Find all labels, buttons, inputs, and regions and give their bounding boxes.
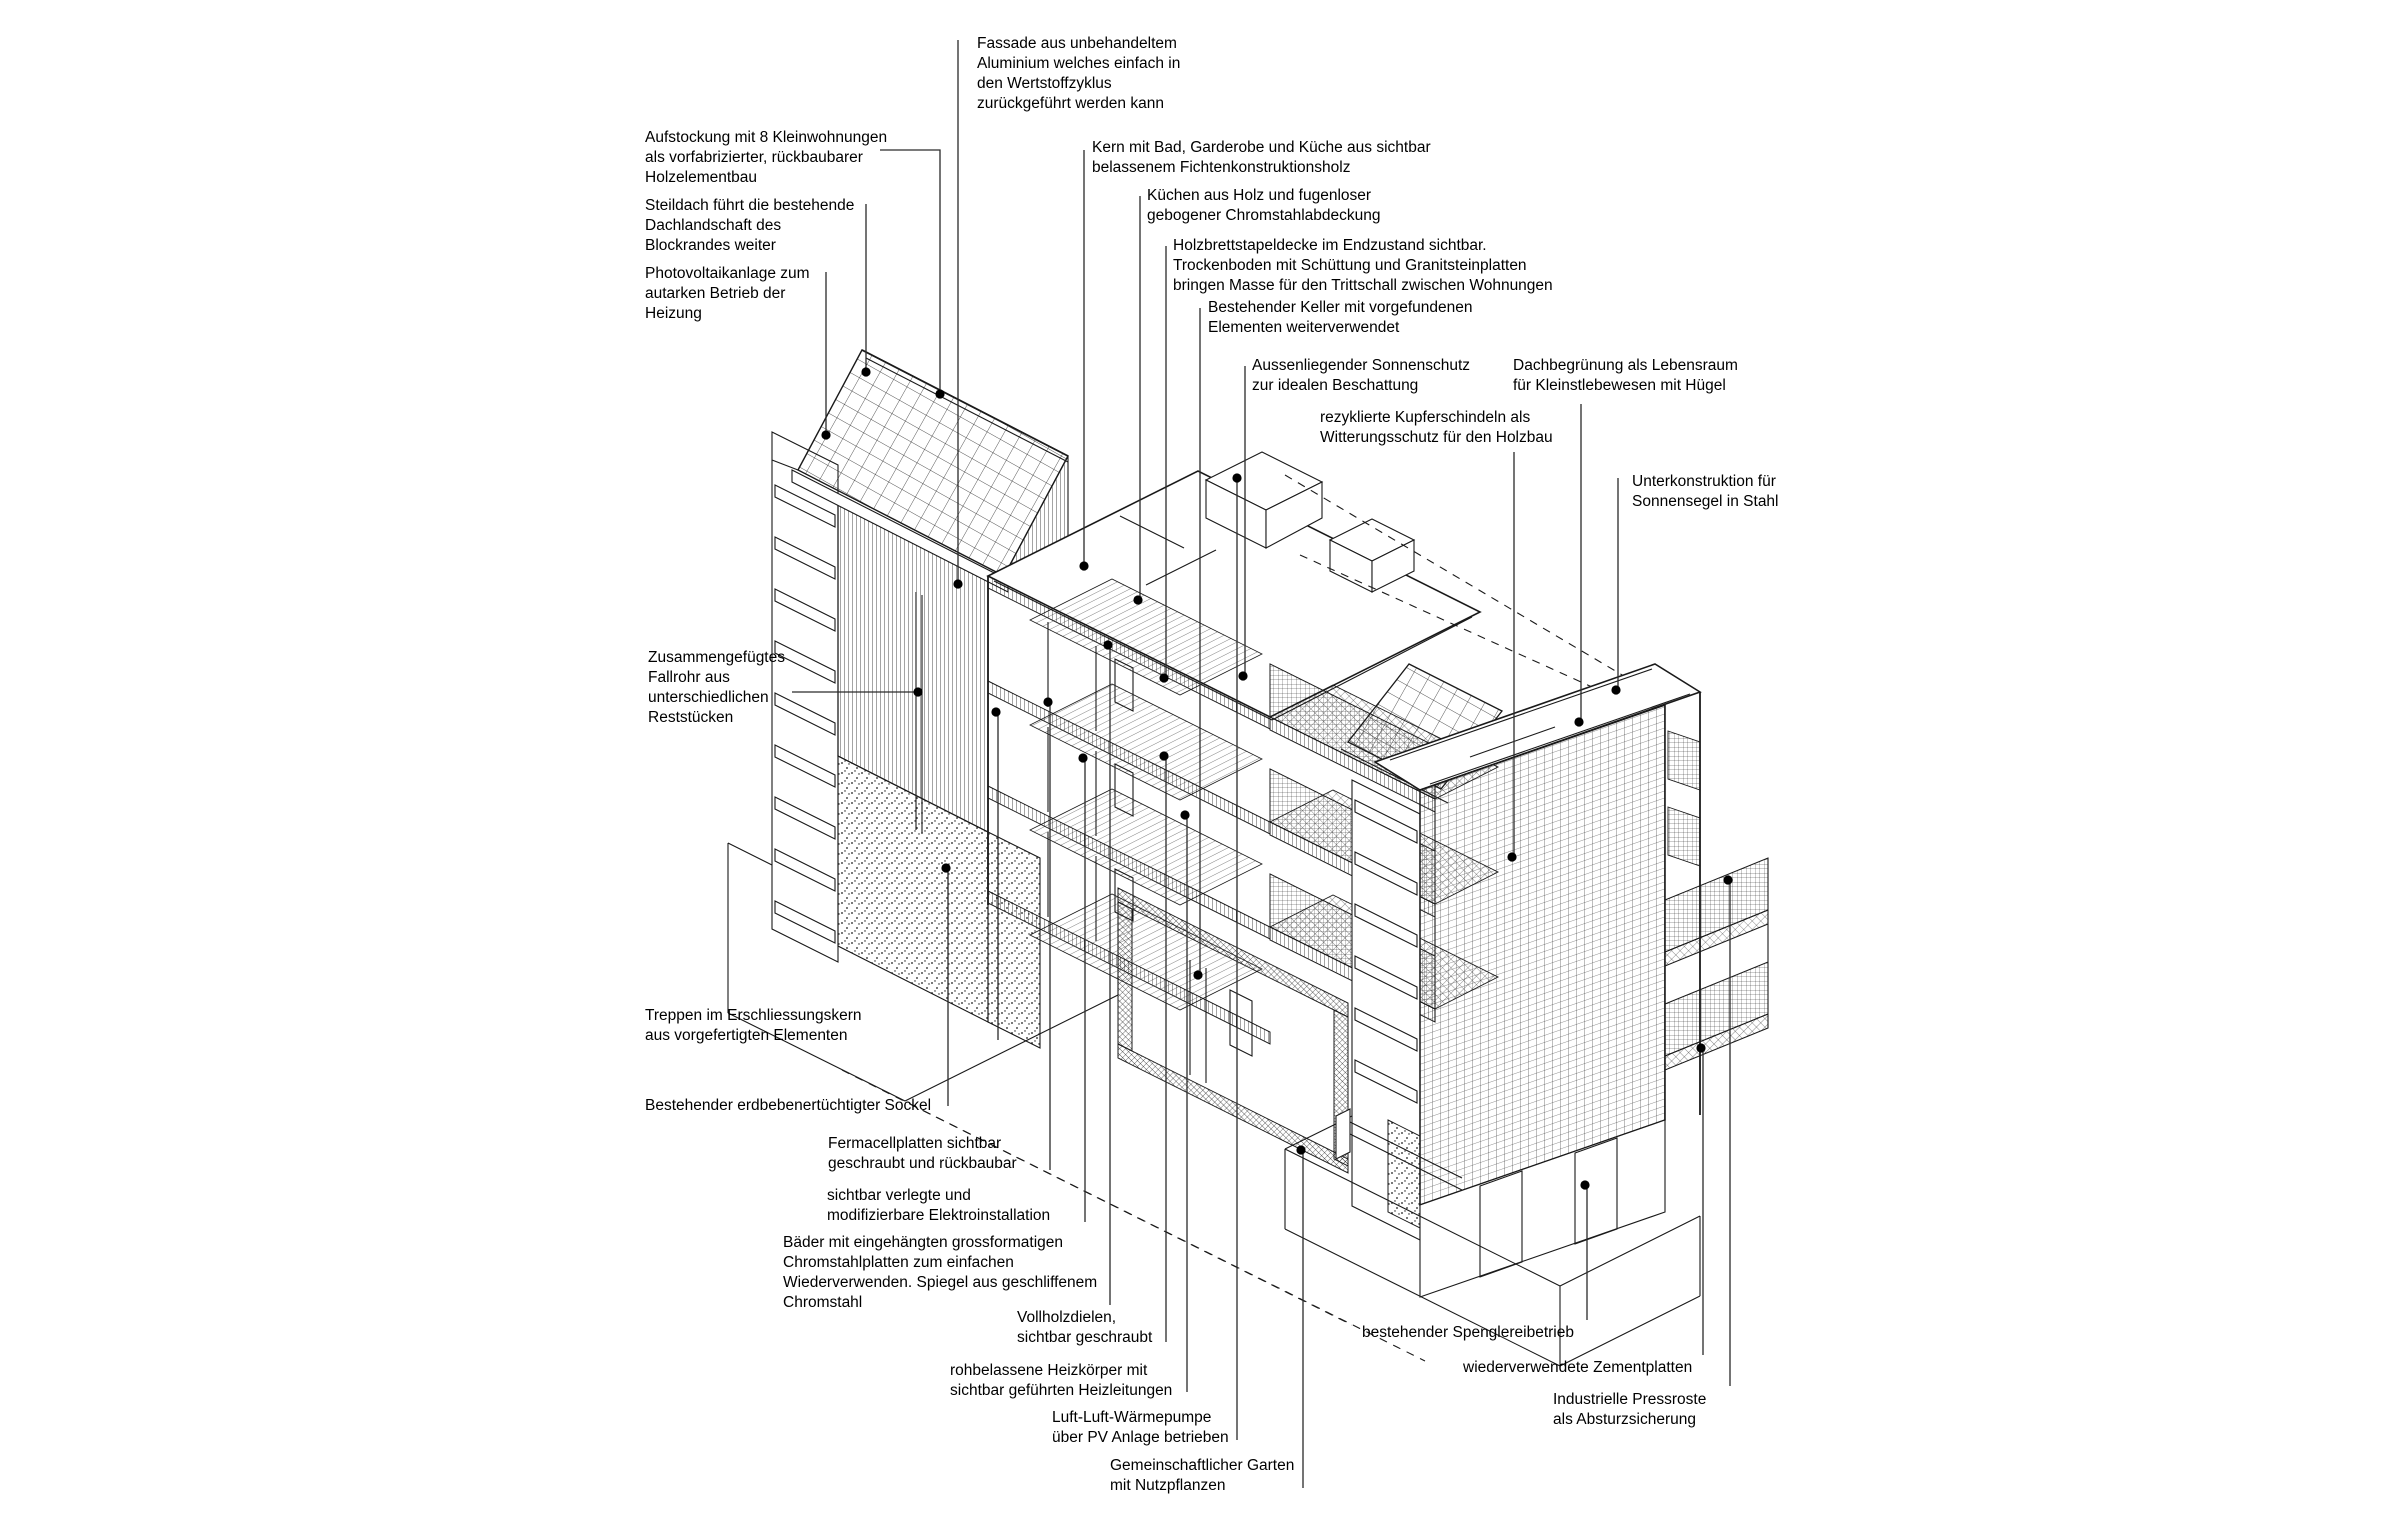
workshop-ground-floor: [1419, 1119, 1666, 1298]
annotation-sockel: Bestehender erdbebenertüchtigter Sockel: [645, 1097, 932, 1114]
leader-dot-fallrohr: [913, 687, 923, 697]
leader-dot-kupferschindeln: [1507, 852, 1517, 862]
annotation-kupferschindeln: rezyklierte Kupferschindeln als Witterun…: [1320, 409, 1553, 446]
leader-dot-aufstockung: [935, 389, 945, 399]
leader-dot-kuechen: [1133, 595, 1143, 605]
annotation-fassade-aluminium: Fassade aus unbehandeltem Aluminium welc…: [977, 35, 1181, 112]
leader-dot-sonnenschutz: [1238, 671, 1248, 681]
leader-dot-garten: [1296, 1145, 1306, 1155]
leader-aufstockung: [880, 149, 941, 392]
annotation-fermacellplatten: Fermacellplatten sichtbar geschraubt und…: [828, 1135, 1017, 1172]
leader-dot-pressroste: [1723, 875, 1733, 885]
basement-cutaway: [1117, 887, 1349, 1174]
annotation-aufstockung: Aufstockung mit 8 Kleinwohnungen als vor…: [645, 129, 888, 186]
right-street-column: [1351, 779, 1421, 1241]
sockel-stipple: [837, 755, 1041, 1049]
leader-dot-photovoltaik: [821, 430, 831, 440]
right-base-plinth: [1284, 1108, 1701, 1367]
annotation-dachbegruenung: Dachbegrünung als Lebensraum für Kleinst…: [1513, 357, 1738, 394]
annotation-treppen: Treppen im Erschliessungskern aus vorgef…: [645, 1007, 862, 1044]
leader-dot-steildach: [861, 367, 871, 377]
annotation-heizkoerper: rohbelassene Heizkörper mit sichtbar gef…: [950, 1362, 1173, 1399]
annotation-spenglereibetrieb: bestehender Spenglereibetrieb: [1362, 1324, 1574, 1341]
street-facade-column: [771, 431, 839, 963]
leader-dot-heizkoerper: [1180, 810, 1190, 820]
annotation-waermepumpe: Luft-Luft-Wärmepumpe über PV Anlage betr…: [1052, 1409, 1229, 1446]
leader-dot-waermepumpe: [1232, 473, 1242, 483]
annotation-fallrohr: Zusammengefügtes Fallrohr aus unterschie…: [648, 649, 785, 726]
sun-sail-cable: [1299, 554, 1644, 711]
annotation-garten: Gemeinschaftlicher Garten mit Nutzpflanz…: [1110, 1457, 1295, 1494]
ground-plinth: [727, 842, 1119, 1102]
annotation-vollholzdielen: Vollholzdielen, sichtbar geschraubt: [1017, 1309, 1153, 1346]
annotation-steildach: Steildach führt die bestehende Dachlands…: [645, 197, 855, 254]
leader-dot-elektroinstallation: [1078, 753, 1088, 763]
annotation-elektroinstallation: sichtbar verlegte und modifizierbare Ele…: [827, 1187, 1051, 1224]
leader-dot-treppen: [991, 707, 1001, 717]
leader-dot-spenglereibetrieb: [1580, 1180, 1590, 1190]
leader-dot-zementplatten: [1696, 1043, 1706, 1053]
annotation-unterkonstruktion: Unterkonstruktion für Sonnensegel in Sta…: [1632, 473, 1779, 510]
annotation-keller: Bestehender Keller mit vorgefundenen Ele…: [1208, 299, 1473, 336]
annotation-zementplatten: wiederverwendete Zementplatten: [1463, 1359, 1693, 1376]
leader-dot-baeder: [1103, 640, 1113, 650]
annotation-holzbrettstapeldecke: Holzbrettstapeldecke im Endzustand sicht…: [1173, 237, 1553, 294]
annotation-sonnenschutz: Aussenliegender Sonnenschutz zur idealen…: [1252, 357, 1471, 394]
leader-dot-fermacellplatten: [1043, 697, 1053, 707]
dashed-lines: [841, 474, 1644, 1362]
leader-dot-sockel: [941, 863, 951, 873]
leader-dot-dachbegruenung: [1574, 717, 1584, 727]
flat-roof-deck: [986, 451, 1482, 721]
leader-dot-unterkonstruktion: [1611, 685, 1621, 695]
leader-dot-keller: [1193, 970, 1203, 980]
leader-dot-holzbrettstapeldecke: [1159, 673, 1169, 683]
leader-dot-fassade-aluminium: [953, 579, 963, 589]
annotation-photovoltaik: Photovoltaikanlage zum autarken Betrieb …: [645, 265, 810, 322]
heat-pump-unit: [1204, 451, 1324, 549]
annotation-baeder: Bäder mit eingehängten grossformatigen C…: [783, 1234, 1098, 1311]
ground-line: [909, 1103, 1426, 1362]
right-building: [1284, 663, 1769, 1367]
sun-sail-cable: [1284, 474, 1635, 683]
right-balconies: [1664, 730, 1769, 1071]
annotation-kern-holz: Kern mit Bad, Garderobe und Küche aus si…: [1092, 139, 1431, 176]
leader-dot-vollholzdielen: [1159, 751, 1169, 761]
annotation-pressroste: Industrielle Pressroste als Absturzsiche…: [1553, 1391, 1707, 1428]
roof-box: [1328, 518, 1416, 593]
leader-dot-kern-holz: [1079, 561, 1089, 571]
annotation-kuechen: Küchen aus Holz und fugenloser gebogener…: [1147, 187, 1381, 224]
